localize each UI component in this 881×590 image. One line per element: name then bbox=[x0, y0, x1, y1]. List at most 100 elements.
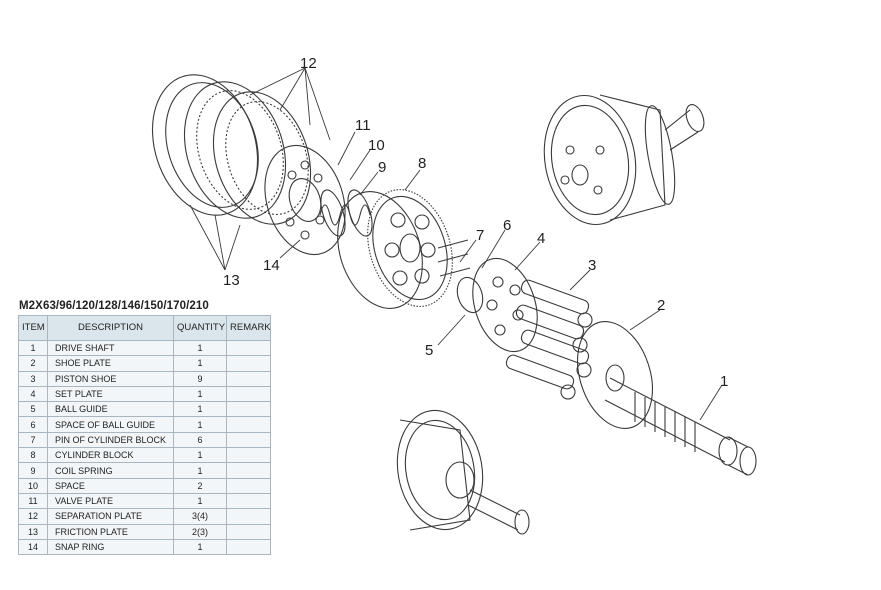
cell-remark bbox=[226, 447, 271, 464]
cell-remark bbox=[226, 416, 271, 433]
valve-plate bbox=[264, 144, 346, 256]
callout-8: 8 bbox=[418, 155, 426, 172]
header-quantity: QUANTITY bbox=[173, 315, 227, 341]
cell-description: PISTON SHOE bbox=[47, 370, 174, 387]
cell-item: 7 bbox=[18, 431, 48, 449]
cell-quantity: 9 bbox=[173, 370, 227, 387]
cell-remark bbox=[226, 355, 271, 372]
cell-item: 6 bbox=[18, 416, 48, 433]
cell-quantity: 1 bbox=[173, 355, 227, 372]
cell-description: SEPARATION PLATE bbox=[47, 508, 174, 525]
cell-description: COIL SPRING bbox=[47, 462, 174, 479]
shoe-plate bbox=[577, 321, 653, 429]
friction-plates bbox=[151, 74, 312, 225]
cell-quantity: 1 bbox=[173, 462, 227, 479]
table-header-row: ITEM DESCRIPTION QUANTITY REMARK bbox=[18, 315, 271, 341]
header-remark: REMARK bbox=[226, 315, 271, 341]
cell-item: 2 bbox=[18, 355, 48, 372]
cell-quantity: 1 bbox=[173, 492, 227, 510]
cell-remark bbox=[226, 538, 271, 556]
callout-9: 9 bbox=[378, 159, 386, 176]
parts-list: M2X63/96/120/128/146/150/170/210 ITEM DE… bbox=[18, 300, 271, 556]
cell-quantity: 1 bbox=[173, 538, 227, 556]
cell-item: 4 bbox=[18, 385, 48, 403]
cell-item: 8 bbox=[18, 447, 48, 464]
cell-description: SHOE PLATE bbox=[47, 355, 174, 372]
cell-remark bbox=[226, 401, 271, 418]
callout-4: 4 bbox=[537, 230, 545, 247]
coil-spring bbox=[319, 189, 373, 237]
callout-2: 2 bbox=[657, 297, 665, 314]
cell-description: FRICTION PLATE bbox=[47, 523, 174, 540]
cell-item: 13 bbox=[18, 523, 48, 540]
cell-remark bbox=[226, 523, 271, 540]
header-description: DESCRIPTION bbox=[47, 315, 174, 341]
cell-description: SET PLATE bbox=[47, 385, 174, 403]
cell-quantity: 3(4) bbox=[173, 508, 227, 525]
cell-remark bbox=[226, 431, 271, 449]
callout-1: 1 bbox=[720, 373, 728, 390]
cell-description: SNAP RING bbox=[47, 538, 174, 556]
cell-item: 12 bbox=[18, 508, 48, 525]
callout-10: 10 bbox=[368, 137, 385, 154]
cell-remark bbox=[226, 462, 271, 479]
cell-description: CYLINDER BLOCK bbox=[47, 447, 174, 464]
cell-quantity: 1 bbox=[173, 447, 227, 464]
assembled-motor-bottom bbox=[396, 409, 530, 535]
cell-item: 3 bbox=[18, 370, 48, 387]
callout-6: 6 bbox=[503, 217, 511, 234]
callout-5: 5 bbox=[425, 342, 433, 359]
cell-quantity: 1 bbox=[173, 339, 227, 357]
callout-13: 13 bbox=[223, 272, 240, 289]
cell-quantity: 2(3) bbox=[173, 523, 227, 540]
cell-remark bbox=[226, 339, 271, 357]
cell-quantity: 1 bbox=[173, 416, 227, 433]
cell-remark bbox=[226, 370, 271, 387]
callout-3: 3 bbox=[588, 257, 596, 274]
cell-description: DRIVE SHAFT bbox=[47, 339, 174, 357]
callout-12: 12 bbox=[300, 55, 317, 72]
cell-remark bbox=[226, 508, 271, 525]
header-item: ITEM bbox=[18, 315, 48, 341]
cell-remark bbox=[226, 492, 271, 510]
cell-item: 10 bbox=[18, 477, 48, 494]
cell-description: BALL GUIDE bbox=[47, 401, 174, 418]
ball-guide bbox=[437, 239, 484, 314]
cylinder-block bbox=[337, 189, 453, 309]
cell-item: 11 bbox=[18, 492, 48, 510]
cell-item: 9 bbox=[18, 462, 48, 479]
cell-quantity: 1 bbox=[173, 385, 227, 403]
cell-description: SPACE bbox=[47, 477, 174, 494]
cell-quantity: 1 bbox=[173, 401, 227, 418]
callout-14: 14 bbox=[263, 257, 280, 274]
piston-shoes bbox=[505, 279, 593, 400]
cell-quantity: 6 bbox=[173, 431, 227, 449]
cell-quantity: 2 bbox=[173, 477, 227, 494]
cell-description: PIN OF CYLINDER BLOCK bbox=[47, 431, 174, 449]
drive-shaft bbox=[604, 377, 757, 476]
cell-description: VALVE PLATE bbox=[47, 492, 174, 510]
callout-11: 11 bbox=[355, 117, 371, 134]
model-title: M2X63/96/120/128/146/150/170/210 bbox=[19, 300, 209, 312]
cell-item: 1 bbox=[18, 339, 48, 357]
set-plate bbox=[472, 257, 538, 353]
cell-remark bbox=[226, 385, 271, 403]
cell-description: SPACE OF BALL GUIDE bbox=[47, 416, 174, 433]
cell-item: 14 bbox=[18, 538, 48, 556]
cell-item: 5 bbox=[18, 401, 48, 418]
